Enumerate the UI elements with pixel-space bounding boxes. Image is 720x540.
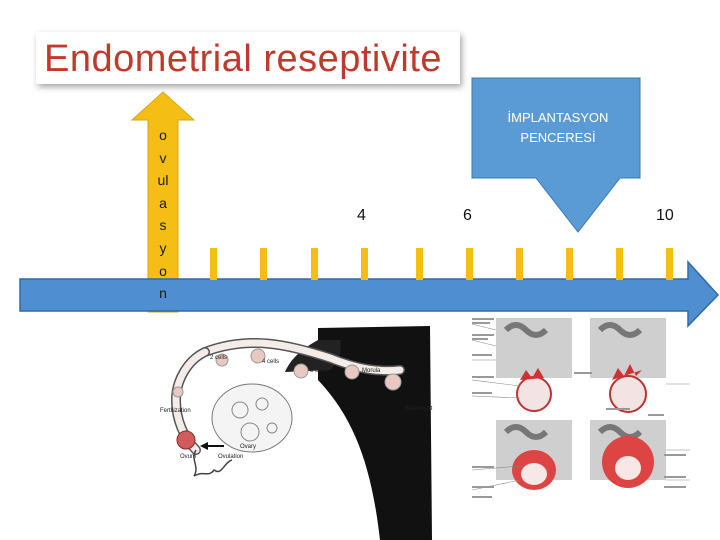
label-morula: Morula bbox=[362, 368, 381, 374]
label-4-cells: 4 cells bbox=[262, 359, 279, 365]
day-label-6: 6 bbox=[463, 207, 472, 224]
ovulation-letter: a bbox=[159, 194, 167, 211]
day-label-10: 10 bbox=[656, 207, 674, 224]
implantation-window-label: İMPLANTASYON PENCERESİ bbox=[478, 108, 638, 148]
ovulation-letter: o bbox=[159, 127, 167, 143]
ovulation-letter: y bbox=[159, 239, 167, 256]
ovulation-letter: o bbox=[159, 262, 167, 279]
ovulation-label: o v ul a s y o n bbox=[150, 124, 176, 305]
label-blastocyst: Blastocyst bbox=[405, 406, 433, 412]
label-ovulation: Ovulation bbox=[218, 454, 243, 460]
label-ovary: Ovary bbox=[240, 444, 256, 450]
implantation-window-callout bbox=[471, 77, 641, 233]
label-ovum: Ovum bbox=[180, 454, 196, 460]
timeline-arrow bbox=[19, 260, 720, 328]
implantation-histology-panels bbox=[471, 318, 690, 498]
title-box bbox=[36, 32, 460, 84]
ovulation-letter: v bbox=[159, 149, 167, 166]
ovulation-letter: n bbox=[159, 285, 167, 302]
label-2-cells: 2 cells bbox=[210, 355, 227, 361]
day-ticks bbox=[210, 248, 673, 280]
fallopian-tube-illustration bbox=[170, 326, 432, 540]
label-8-cells: 8 cells bbox=[310, 368, 327, 374]
day-label-4: 4 bbox=[357, 207, 366, 224]
slide-title: Endometrial reseptivite bbox=[44, 38, 443, 80]
ovulation-letter: s bbox=[159, 217, 167, 234]
window-line-2: PENCERESİ bbox=[520, 130, 596, 145]
ovulation-letter: ul bbox=[157, 172, 169, 189]
label-fertilization: Fertilization bbox=[160, 408, 191, 414]
window-line-1: İMPLANTASYON bbox=[507, 110, 609, 125]
